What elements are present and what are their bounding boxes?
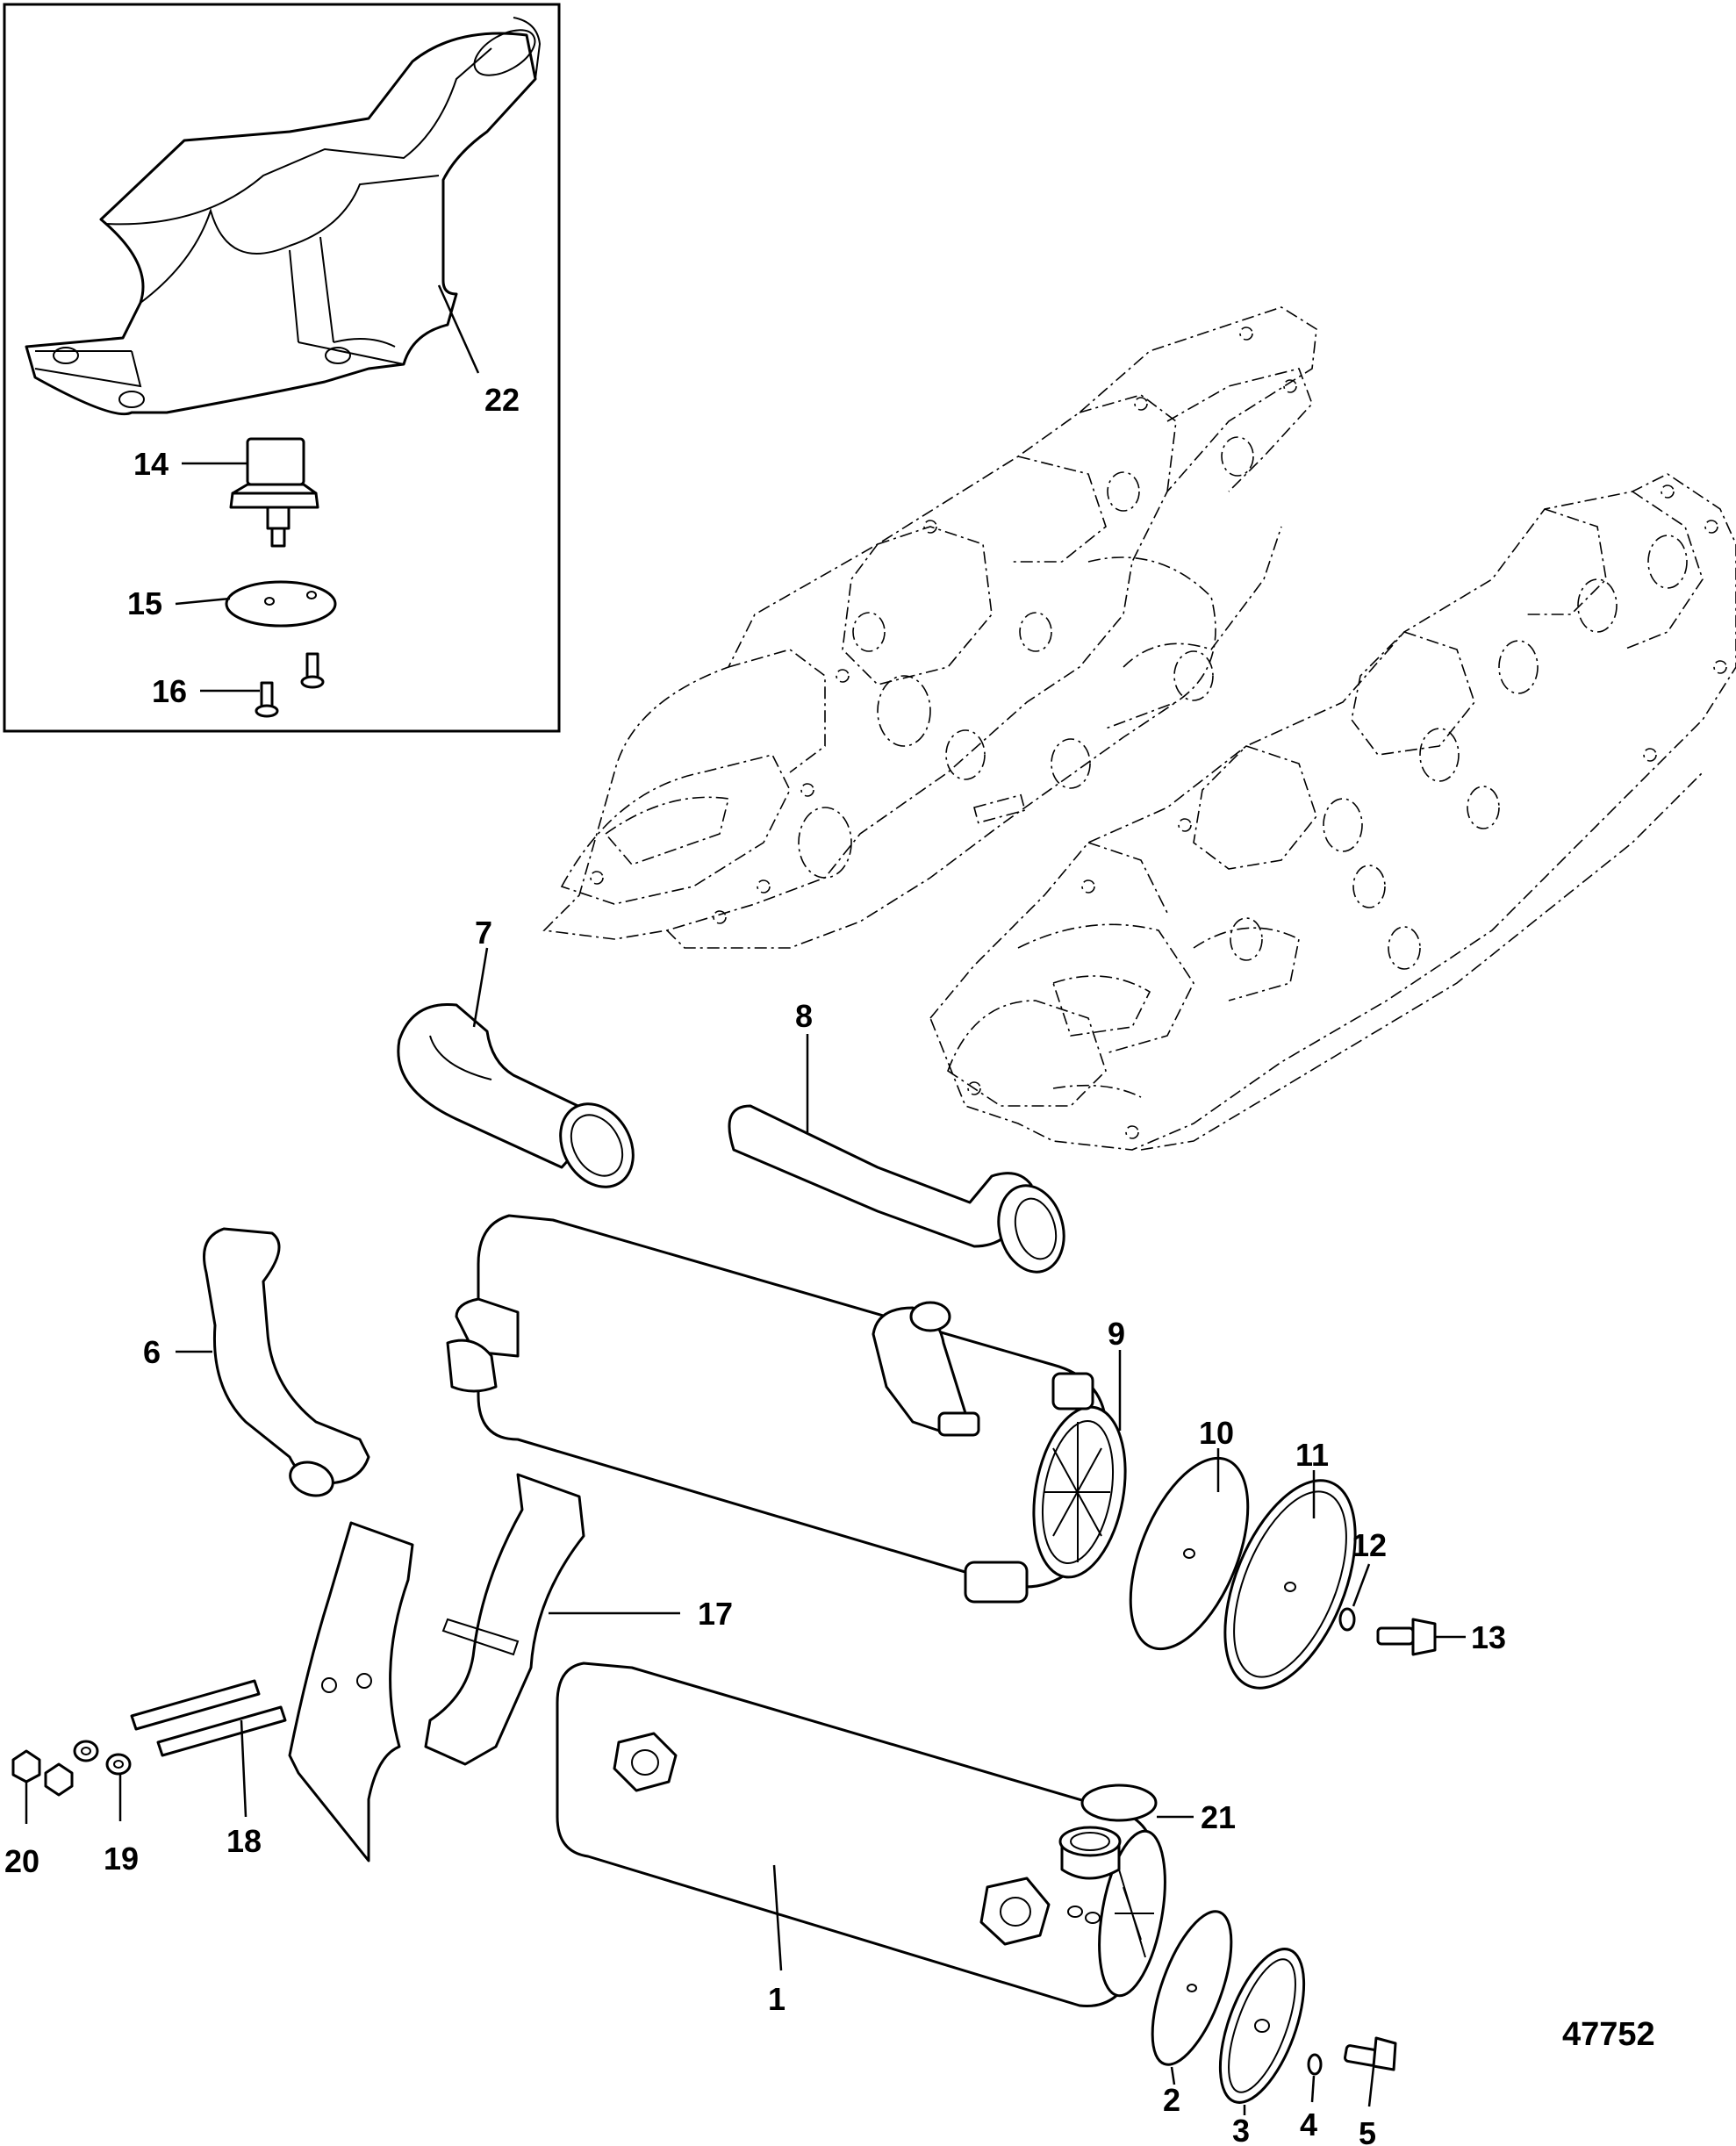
part-2-gasket [1151,1910,1233,2066]
callout-16: 16 [152,673,187,709]
callout-4: 4 [1300,2107,1317,2142]
part-4-washer [1307,2053,1323,2076]
callout-22: 22 [484,382,520,418]
figure-id: 47752 [1562,2016,1655,2053]
part-17-strap-left [288,1521,414,1862]
callout-19: 19 [104,1841,139,1877]
callout-5: 5 [1359,2115,1376,2146]
part-8-hose [728,1104,1065,1274]
part-21-o-ring [1080,1784,1158,1822]
callout-1: 1 [768,1981,786,2017]
part-14-sender [229,437,319,548]
callout-10: 10 [1199,1415,1234,1451]
callout-2: 2 [1163,2082,1180,2118]
leader-1 [772,1864,783,1971]
part-17-strap-right [424,1473,585,1766]
ghost-manifold-right [929,473,1736,1151]
leader-18 [240,1719,247,1818]
part-5-bolt [1344,2036,1397,2071]
leader-12 [1352,1563,1371,1607]
callout-17: 17 [698,1596,733,1632]
part-9-cooler-body [446,1214,1127,1604]
part-18-rods [130,1679,287,1757]
leader-5 [1367,2066,1375,2107]
part-22-cover [25,17,542,416]
part-10-gasket [1129,1456,1250,1651]
leader-15 [175,597,231,606]
callout-8: 8 [795,998,813,1034]
ghost-manifold-left [542,306,1317,949]
callout-9: 9 [1108,1316,1125,1352]
part-11-end-cap [1223,1479,1357,1690]
callout-20: 20 [4,1843,39,1879]
callout-14: 14 [133,446,169,482]
part-19-washers [73,1740,132,1776]
part-12-washer [1338,1607,1356,1632]
part-7-hose [397,1003,635,1188]
callout-21: 21 [1201,1799,1236,1835]
leader-7 [472,947,489,1028]
part-3-end-cap [1218,1948,1306,2104]
leader-22 [437,284,480,374]
part-1-cooler-body [556,1662,1166,2008]
part-13-bolt [1376,1618,1437,1656]
callout-15: 15 [127,585,162,621]
leader-2 [1170,2066,1176,2085]
part-16-rivets [255,652,325,718]
callout-13: 13 [1471,1619,1506,1655]
part-20-nuts [11,1749,74,1797]
leader-4 [1310,2075,1316,2103]
part-15-plate [225,580,337,628]
callout-12: 12 [1352,1527,1387,1563]
callout-6: 6 [143,1334,161,1370]
callout-18: 18 [226,1823,262,1859]
callout-7: 7 [475,915,492,951]
callout-3: 3 [1232,2113,1250,2146]
inset-frame [3,3,561,733]
callout-11: 11 [1295,1437,1329,1473]
part-6-hose [203,1227,370,1497]
